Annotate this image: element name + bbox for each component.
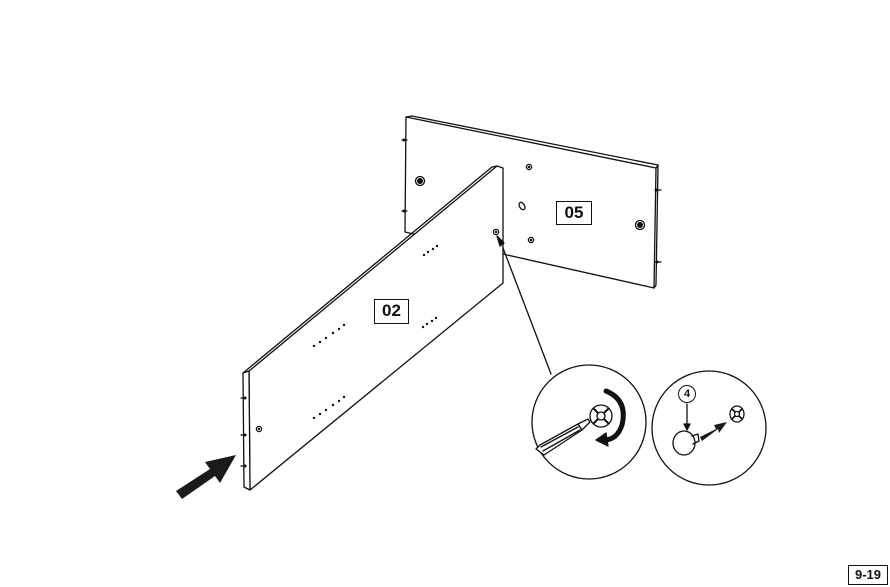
panel-02 bbox=[240, 165, 504, 491]
cam-cap-icon bbox=[672, 430, 700, 456]
part-label-05: 05 bbox=[556, 201, 592, 225]
cam-lock-icon bbox=[589, 404, 613, 428]
hardware-callout-number: 4 bbox=[678, 385, 696, 403]
part-label-02: 02 bbox=[374, 299, 409, 324]
insert-arrow-icon bbox=[700, 422, 727, 441]
detail-leader bbox=[496, 235, 552, 375]
rotate-clockwise-arrow-icon bbox=[595, 388, 626, 447]
step-page-number: 9-19 bbox=[848, 565, 888, 585]
push-arrow-icon bbox=[176, 455, 236, 499]
detail-circle-cap bbox=[651, 370, 767, 486]
cam-lock-icon bbox=[729, 405, 745, 423]
detail-circle-tighten bbox=[531, 364, 647, 480]
screwdriver-icon bbox=[535, 418, 591, 456]
